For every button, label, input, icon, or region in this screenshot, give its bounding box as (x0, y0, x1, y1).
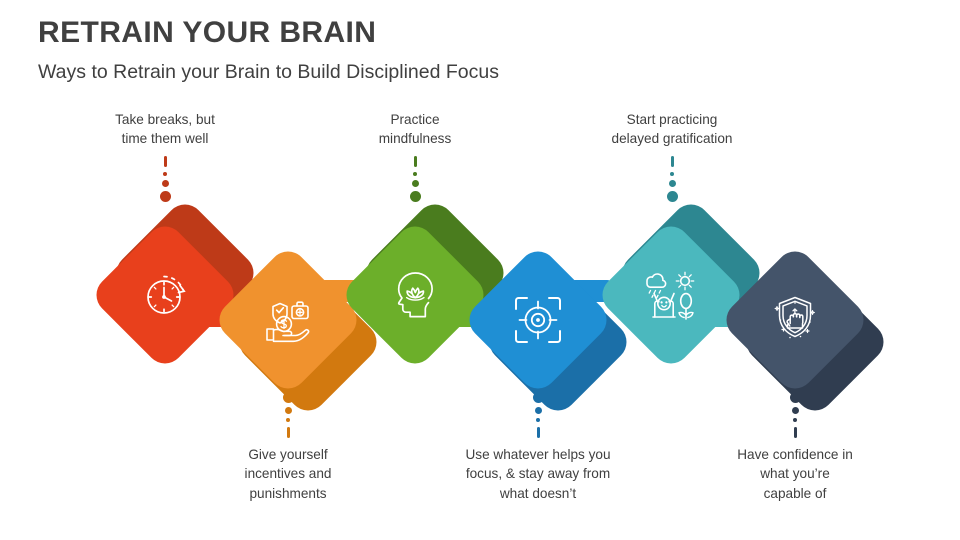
caption-line: incentives and (244, 466, 332, 482)
step-caption-6: Have confidence in what you’re capable o… (695, 445, 895, 503)
stem-dot-medium (791, 407, 799, 414)
stem-dot-medium (668, 180, 676, 187)
caption-line: capable of (763, 485, 827, 501)
stem-bar (670, 156, 674, 167)
stem-bar (286, 427, 290, 438)
page-title: RETRAIN YOUR BRAIN (38, 16, 377, 49)
page-subtitle: Ways to Retrain your Brain to Build Disc… (38, 61, 499, 83)
stem-dot-small (793, 418, 797, 422)
stem-dot-medium (411, 180, 419, 187)
stem-dot-small (670, 172, 674, 176)
stem-bar (793, 427, 797, 438)
stem-bar (536, 427, 540, 438)
step-caption-2: Give yourself incentives and punishments (188, 445, 388, 503)
stem-dot-small (163, 172, 167, 176)
header: RETRAIN YOUR BRAIN Ways to Retrain your … (38, 16, 499, 83)
step-caption-1: Take breaks, but time them well (65, 110, 265, 149)
caption-line: Give yourself (248, 447, 328, 462)
step-caption-3: Practice mindfulness (315, 110, 515, 149)
stem-dot-small (536, 418, 540, 422)
stem-step-1 (158, 156, 172, 202)
caption-line: what you’re (760, 466, 830, 482)
stem-dot-large (409, 191, 421, 202)
caption-line: Have confidence in (737, 447, 853, 462)
caption-line: Start practicing (626, 112, 718, 127)
caption-line: mindfulness (378, 131, 452, 147)
step-caption-4: Use whatever helps you focus, & stay awa… (438, 445, 638, 503)
stem-dot-medium (284, 407, 292, 414)
caption-line: delayed gratification (611, 131, 733, 147)
stem-dot-medium (534, 407, 542, 414)
stem-bar (413, 156, 417, 167)
stem-dot-small (286, 418, 290, 422)
caption-line: Practice (390, 112, 440, 127)
stem-dot-small (413, 172, 417, 176)
caption-line: punishments (249, 485, 327, 501)
step-node-1[interactable] (88, 196, 262, 372)
caption-line: Take breaks, but (115, 112, 215, 127)
stem-dot-large (159, 191, 171, 202)
stem-bar (163, 156, 167, 167)
caption-line: focus, & stay away from (465, 466, 611, 482)
stem-step-3 (408, 156, 422, 202)
step-caption-5: Start practicing delayed gratification (572, 110, 772, 149)
stem-step-5 (665, 156, 679, 202)
stem-dot-large (666, 191, 678, 202)
stem-dot-medium (161, 180, 169, 187)
caption-line: Use whatever helps you (465, 447, 611, 462)
caption-line: time them well (121, 131, 209, 147)
caption-line: what doesn’t (499, 485, 577, 501)
